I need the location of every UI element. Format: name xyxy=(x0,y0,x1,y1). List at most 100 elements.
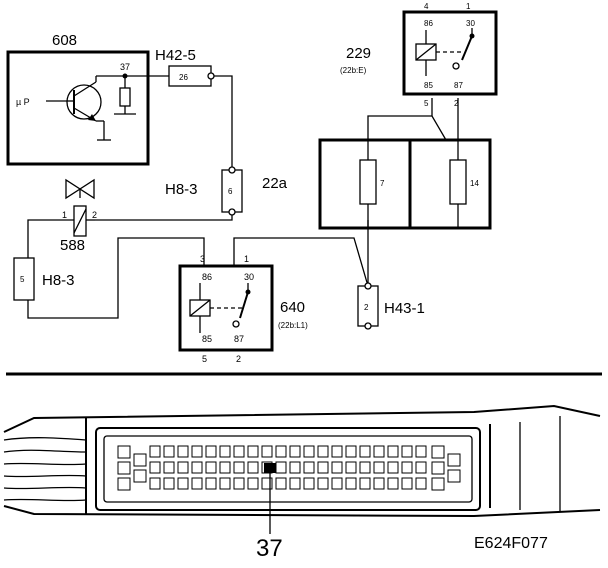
relay-640-sub-label: (22b:L1) xyxy=(278,321,308,330)
relay-640-bottom-right: 2 xyxy=(236,354,241,364)
pin-cavity xyxy=(133,453,147,467)
pin-cavity xyxy=(303,477,315,490)
pin-cavity xyxy=(117,477,131,491)
pin-cavity xyxy=(163,461,175,474)
relay-640-top-right: 1 xyxy=(244,254,249,264)
pin-cavity xyxy=(359,461,371,474)
fuse-7-label: 7 xyxy=(380,179,385,188)
pin-cavity xyxy=(163,477,175,490)
valve-588-pin-right: 2 xyxy=(92,210,97,220)
relay-coil-icon xyxy=(189,283,211,333)
pin-cavity xyxy=(205,477,217,490)
relay-229-sub-label: (22b:E) xyxy=(340,66,367,75)
relay-229-top-right: 1 xyxy=(466,2,471,11)
pin-cavity xyxy=(431,445,445,459)
pin-cavity xyxy=(149,461,161,474)
pin-cavity xyxy=(289,477,301,490)
pin-cavity xyxy=(275,461,287,474)
relay-229-label: 229 xyxy=(346,45,371,62)
pin-cavity xyxy=(289,461,301,474)
pin-cavity xyxy=(247,445,259,458)
pin-cavity xyxy=(149,477,161,490)
ecu-connector-illustration xyxy=(3,404,601,518)
pin-cavity xyxy=(303,461,315,474)
relay-229-bottom-left: 5 xyxy=(424,99,429,108)
pin-cavity xyxy=(401,445,413,458)
ecu-pin-label: 37 xyxy=(120,62,130,72)
fuse-14: 14 xyxy=(449,140,479,228)
pin-cavity xyxy=(359,477,371,490)
pin-cavity xyxy=(345,445,357,458)
pin-cavity xyxy=(177,477,189,490)
relay-640-label: 640 xyxy=(280,299,305,316)
pin-cavity xyxy=(387,461,399,474)
pin-cavity xyxy=(303,445,315,458)
wire-22a-label: 22a xyxy=(262,175,288,192)
transistor-icon xyxy=(46,75,125,141)
valve-588-pin-left: 1 xyxy=(62,210,67,220)
valve-588: 1 2 588 xyxy=(60,178,97,254)
pin-cavity xyxy=(415,445,427,458)
relay-229-t87: 87 xyxy=(454,81,463,90)
connector-h42-5: H42-5 26 xyxy=(155,47,215,87)
pin-cavity xyxy=(117,461,131,475)
connector-h42-5-label: H42-5 xyxy=(155,47,196,64)
pin-cavity xyxy=(331,445,343,458)
ecu-608: 608 37 µ P xyxy=(6,32,150,166)
relay-640-t86: 86 xyxy=(202,272,212,282)
pin-cavity xyxy=(275,477,287,490)
relay-640-top-left: 3 xyxy=(200,254,205,264)
pin-cavity xyxy=(431,461,445,475)
pin-cavity xyxy=(431,477,445,491)
pin-cavity xyxy=(191,445,203,458)
connector-pin-grid xyxy=(117,445,461,491)
pin-cavity xyxy=(331,477,343,490)
relay-229-bottom-right: 2 xyxy=(454,99,459,108)
pin-cavity xyxy=(401,461,413,474)
relay-229-t30: 30 xyxy=(466,19,475,28)
valve-icon xyxy=(65,178,95,200)
relay-229-t85: 85 xyxy=(424,81,433,90)
fuse-14-label: 14 xyxy=(470,179,479,188)
relay-229-t86: 86 xyxy=(424,19,433,28)
pin-cavity xyxy=(233,445,245,458)
connector-h8-3-left-label: H8-3 xyxy=(42,272,75,289)
pin-cavity xyxy=(177,445,189,458)
pin-cavity xyxy=(317,461,329,474)
pin-cavity xyxy=(401,477,413,490)
relay-229-top-left: 4 xyxy=(424,2,429,11)
pin-cavity xyxy=(261,445,273,458)
callout-pin-label: 37 xyxy=(256,535,283,562)
pin-cavity xyxy=(233,461,245,474)
relay-640-t87: 87 xyxy=(234,334,244,344)
pin-cavity xyxy=(317,445,329,458)
pin-cavity xyxy=(415,461,427,474)
relay-640-t85: 85 xyxy=(202,334,212,344)
pin-cavity xyxy=(447,453,461,467)
pin-cavity xyxy=(191,477,203,490)
connector-h8-3-right: H8-3 6 22a xyxy=(165,166,288,216)
ecu-mu-label: µ P xyxy=(16,97,30,107)
pin-cavity xyxy=(247,461,259,474)
pin-cavity xyxy=(373,445,385,458)
relay-switch-icon xyxy=(232,283,251,328)
pin-cavity xyxy=(177,461,189,474)
pin-cavity xyxy=(373,461,385,474)
pin-cavity xyxy=(373,477,385,490)
pin-cavity xyxy=(317,477,329,490)
connector-h43-1-pin: 2 xyxy=(364,303,369,312)
figure-code: E624F077 xyxy=(474,535,548,552)
pin-cavity xyxy=(415,477,427,490)
connector-h8-3-right-label: H8-3 xyxy=(165,181,198,198)
fuse-7: 7 xyxy=(359,140,385,228)
connector-h8-3-left-pin: 5 xyxy=(20,275,25,284)
pin-cavity xyxy=(247,477,259,490)
pin-cavity xyxy=(345,461,357,474)
pin-cavity xyxy=(331,461,343,474)
pin-cavity xyxy=(387,445,399,458)
resistor-icon xyxy=(114,76,136,115)
pin-cavity xyxy=(205,461,217,474)
pin-cavity xyxy=(261,477,273,490)
connector-h43-1: 2 H43-1 xyxy=(357,282,425,330)
